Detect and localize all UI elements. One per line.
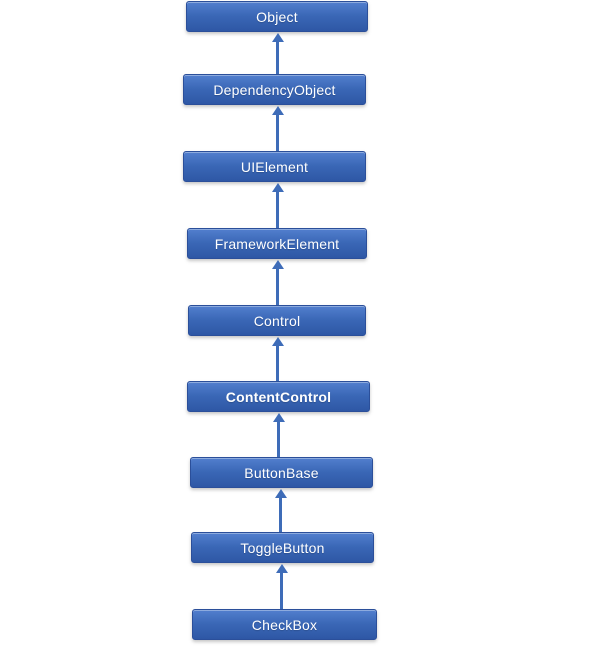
node-dependencyobject: DependencyObject xyxy=(183,74,366,105)
inheritance-arrow-icon xyxy=(271,260,284,305)
node-frameworkelement-label: FrameworkElement xyxy=(214,235,340,252)
arrow-shaft xyxy=(276,192,279,228)
arrow-head-icon xyxy=(271,260,284,269)
node-checkbox: CheckBox xyxy=(192,609,377,640)
inheritance-arrow-icon xyxy=(271,106,284,151)
node-uielement: UIElement xyxy=(183,151,366,182)
arrow-shaft xyxy=(277,422,280,457)
node-buttonbase-label: ButtonBase xyxy=(244,464,319,481)
node-dependencyobject-label: DependencyObject xyxy=(213,81,336,98)
node-object-label: Object xyxy=(256,8,298,25)
arrow-shaft xyxy=(279,498,282,532)
inheritance-arrow-icon xyxy=(274,489,287,532)
node-object: Object xyxy=(186,1,368,32)
arrow-shaft xyxy=(276,115,279,151)
node-contentcontrol-label: ContentControl xyxy=(225,388,332,405)
inheritance-arrow-icon xyxy=(271,183,284,228)
inheritance-arrow-icon xyxy=(271,337,284,381)
arrow-shaft xyxy=(280,573,283,609)
arrow-head-icon xyxy=(275,564,288,573)
arrow-head-icon xyxy=(271,337,284,346)
node-uielement-label: UIElement xyxy=(240,158,309,175)
node-control: Control xyxy=(188,305,366,336)
node-contentcontrol: ContentControl xyxy=(187,381,370,412)
arrow-head-icon xyxy=(271,183,284,192)
arrow-head-icon xyxy=(272,413,285,422)
arrow-shaft xyxy=(276,42,279,74)
inheritance-arrow-icon xyxy=(275,564,288,609)
inheritance-arrow-icon xyxy=(271,33,284,74)
arrow-head-icon xyxy=(271,33,284,42)
node-buttonbase: ButtonBase xyxy=(190,457,373,488)
arrow-head-icon xyxy=(271,106,284,115)
node-control-label: Control xyxy=(253,312,301,329)
arrow-shaft xyxy=(276,269,279,305)
node-frameworkelement: FrameworkElement xyxy=(187,228,367,259)
node-checkbox-label: CheckBox xyxy=(251,616,318,633)
arrow-shaft xyxy=(276,346,279,381)
node-togglebutton-label: ToggleButton xyxy=(240,539,325,556)
node-togglebutton: ToggleButton xyxy=(191,532,374,563)
arrow-head-icon xyxy=(274,489,287,498)
inheritance-arrow-icon xyxy=(272,413,285,457)
